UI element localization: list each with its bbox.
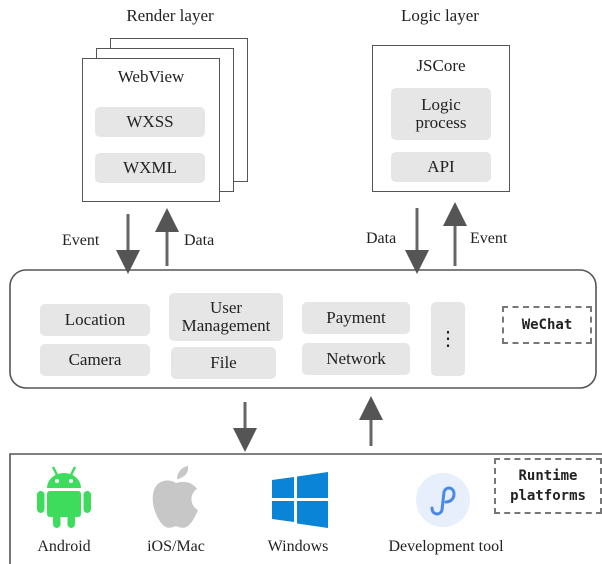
devtool-label: Development tool	[388, 538, 504, 555]
file-service: File	[171, 347, 276, 379]
api-block: API	[391, 152, 491, 182]
windows-icon	[272, 472, 328, 528]
windows-label: Windows	[267, 538, 329, 555]
jscore-title: JSCore	[416, 56, 466, 75]
devtool-icon	[416, 473, 470, 527]
logic-layer-title: Logic layer	[401, 6, 479, 25]
webview-box: WebView WXSS WXML	[82, 58, 220, 202]
user-management-service: User Management	[169, 293, 283, 341]
runtime-platforms-badge: Runtime platforms	[494, 458, 602, 514]
location-service: Location	[40, 304, 150, 336]
android-label: Android	[37, 538, 91, 555]
webview-title: WebView	[117, 67, 185, 86]
render-layer-title: Render layer	[126, 6, 214, 25]
runtime-platforms-text: Runtime platforms	[510, 467, 586, 504]
payment-service: Payment	[302, 302, 410, 334]
wechat-services-frame	[9, 269, 597, 389]
render-data-label: Data	[184, 232, 215, 249]
wxss-block: WXSS	[95, 107, 205, 137]
logic-data-label: Data	[366, 230, 397, 247]
ios-mac-label: iOS/Mac	[147, 538, 205, 555]
camera-service: Camera	[40, 344, 150, 376]
android-icon	[37, 466, 91, 528]
render-event-label: Event	[62, 232, 100, 249]
jscore-box: JSCore Logic process API	[372, 45, 510, 192]
more-services: ⋮	[431, 302, 465, 376]
apple-icon	[152, 466, 198, 528]
runtime-frame	[9, 453, 602, 564]
logic-event-label: Event	[470, 230, 508, 247]
wxml-block: WXML	[95, 153, 205, 183]
logic-process-block: Logic process	[391, 88, 491, 140]
wechat-badge: WeChat	[502, 306, 592, 344]
network-service: Network	[302, 343, 410, 375]
